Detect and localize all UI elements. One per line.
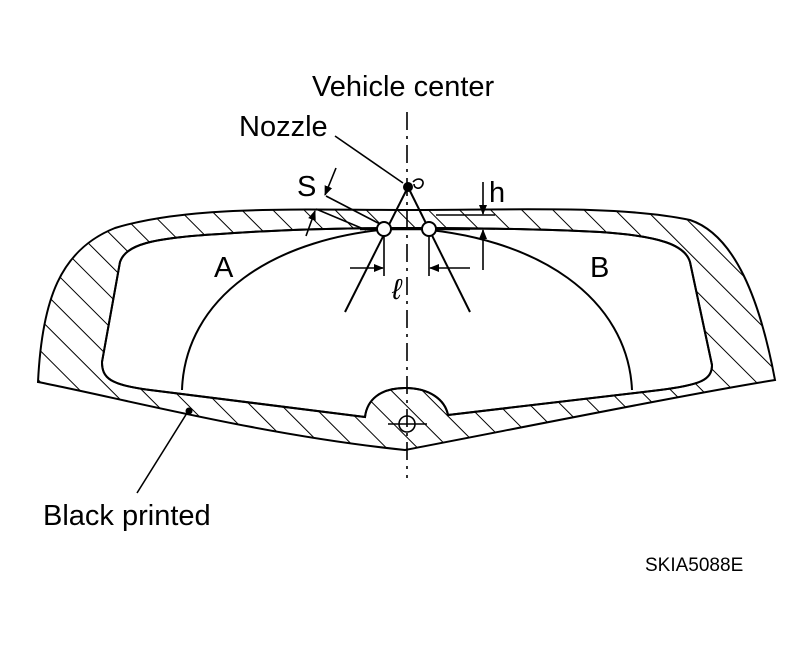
h-label: h	[489, 177, 505, 209]
spray-line-left	[344, 186, 409, 313]
black-printed-label: Black printed	[43, 500, 211, 532]
black-printed-dot	[185, 407, 193, 415]
dim-s-arrow-top	[324, 167, 337, 196]
black-printed-leader	[136, 412, 188, 494]
nozzle-leader	[334, 135, 404, 184]
nozzle-tip-icon	[412, 178, 424, 189]
nozzle-label: Nozzle	[239, 111, 328, 143]
s-label: S	[297, 171, 316, 203]
dim-s-line-lower	[315, 208, 367, 231]
figure-code: SKIA5088E	[645, 555, 743, 576]
dim-s-arrow-bottom	[305, 210, 316, 237]
dim-s-line-upper	[325, 195, 381, 225]
glass-outline	[100, 227, 714, 419]
area-a-label: A	[214, 252, 234, 284]
l-label: ℓ	[391, 274, 403, 306]
vehicle-center-label: Vehicle center	[312, 71, 495, 103]
area-b-label: B	[590, 252, 609, 284]
spray-line-right	[407, 186, 471, 313]
target-point-right	[421, 221, 437, 237]
